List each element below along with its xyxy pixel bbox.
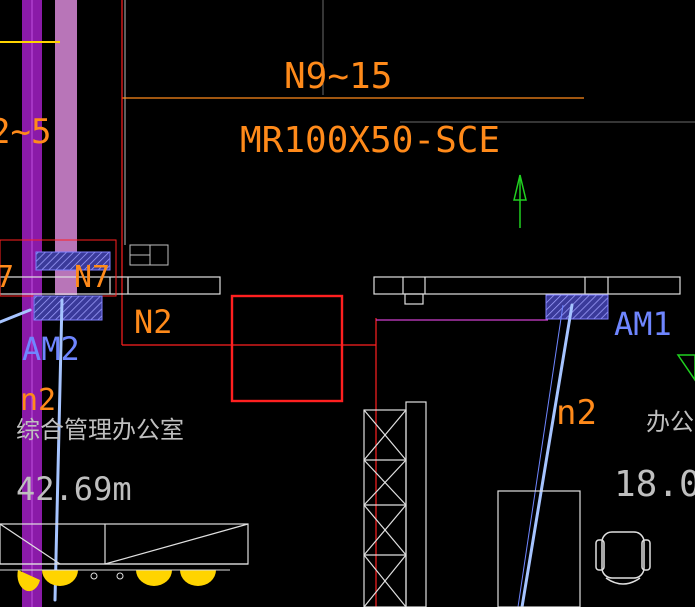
column [363, 401, 427, 607]
label-am1: AM1 [614, 305, 672, 343]
label-duct-spec: MR100X50-SCE [240, 120, 500, 161]
wall-bars [0, 276, 681, 305]
label-n7-right: N7 [74, 260, 110, 295]
label-am2: AM2 [22, 330, 80, 368]
pipe-line-thin [517, 304, 564, 607]
vertical-pipes [22, 0, 77, 607]
desk [497, 490, 581, 607]
label-room-right: 办公室 [646, 408, 695, 436]
office-chair-icon [595, 531, 651, 585]
label-n2-upper: N2 [134, 303, 173, 341]
label-n2-partial: n2 [20, 383, 56, 418]
label-left-partial: 2~5 [0, 112, 51, 152]
label-room-left: 综合管理办公室 [16, 416, 184, 444]
gray-symbol [129, 244, 169, 266]
cabinets [0, 523, 249, 565]
ceiling-light-icon [0, 569, 230, 592]
diffusers [33, 251, 609, 321]
pipe-lines [0, 298, 574, 607]
label-area-left: 42.69m [16, 470, 132, 508]
green-marker [676, 354, 695, 382]
arrow-up-icon [513, 174, 527, 228]
label-area-right: 18.02 [614, 464, 695, 505]
label-n2-lower: n2 [556, 393, 597, 433]
label-n7-left: N7 [0, 260, 14, 295]
reference-lines [124, 0, 695, 245]
label-duct-range: N9~15 [284, 56, 392, 97]
red-boundary [121, 0, 377, 607]
access-panel [230, 294, 344, 403]
